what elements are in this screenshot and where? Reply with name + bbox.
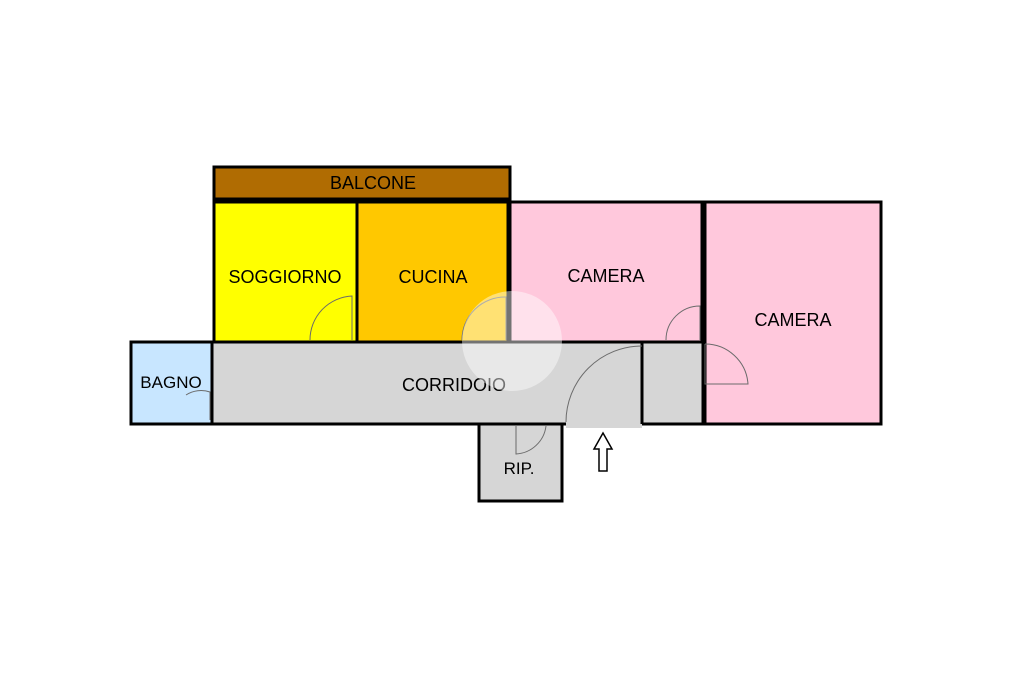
label-cucina: CUCINA	[398, 267, 467, 287]
door-entrance	[565, 345, 643, 423]
door-camera-1	[665, 305, 701, 341]
room-cucina	[355, 200, 510, 344]
door-camera-2	[704, 343, 749, 385]
door-bagno	[185, 390, 211, 420]
arrow-up-icon	[592, 431, 614, 472]
label-camera-1: CAMERA	[567, 266, 644, 286]
room-camera-1	[508, 200, 704, 344]
label-camera-2: CAMERA	[754, 310, 831, 330]
door-cucina	[461, 296, 507, 341]
entrance-opening	[566, 422, 642, 428]
label-corridoio: CORRIDOIO	[402, 375, 506, 395]
room-bagno	[129, 340, 214, 426]
label-ripostiglio: RIP.	[504, 459, 535, 478]
room-ripostiglio	[477, 422, 564, 503]
label-soggiorno: SOGGIORNO	[228, 267, 341, 287]
label-bagno: BAGNO	[140, 373, 201, 392]
room-balcone	[212, 165, 512, 201]
door-ripostiglio	[515, 425, 547, 455]
room-camera-2	[703, 200, 883, 426]
room-soggiorno	[212, 200, 359, 344]
watermark	[462, 291, 562, 391]
label-balcone: BALCONE	[330, 173, 416, 193]
door-soggiorno	[309, 295, 353, 341]
